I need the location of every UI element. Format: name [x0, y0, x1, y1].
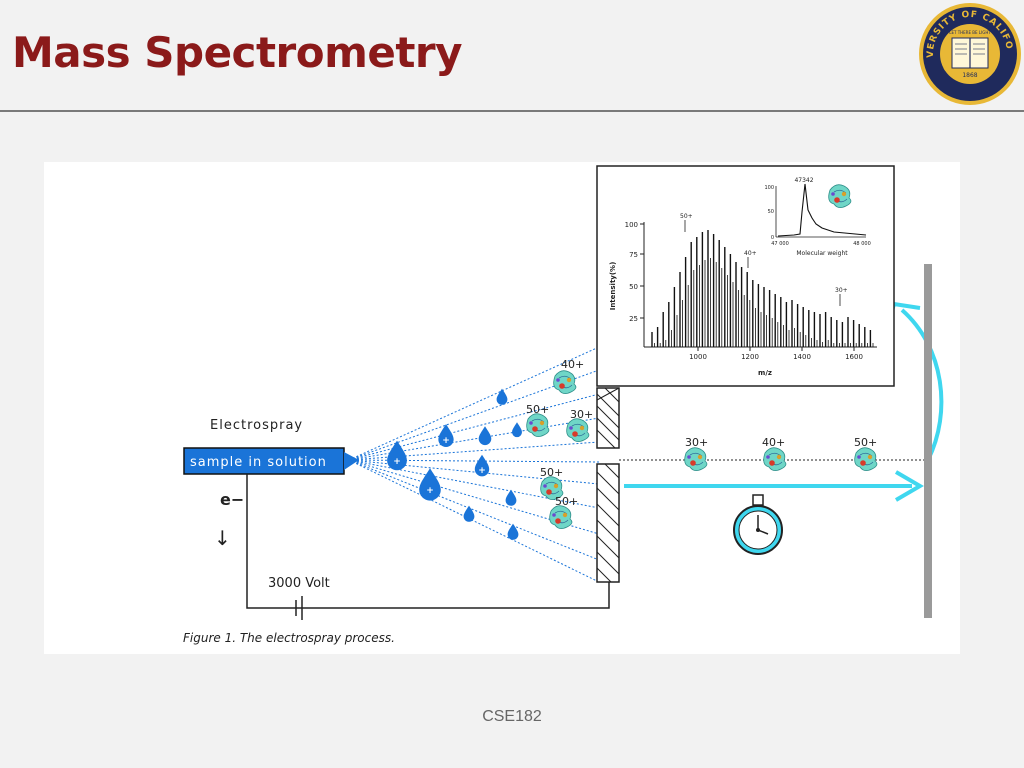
detector-plate: [924, 264, 932, 618]
spectrum-xtick: 1000: [689, 353, 707, 361]
slide-footer: CSE182: [482, 708, 542, 725]
stopwatch-icon: [733, 494, 783, 555]
seal-year: 1868: [962, 72, 977, 79]
ion-labels-flight: 30+ 40+ 50+: [685, 436, 877, 449]
inset-plot: 100 50 0 47 000 48 000 Molecular weight …: [764, 177, 870, 257]
svg-text:48 000: 48 000: [853, 241, 871, 247]
svg-text:50+: 50+: [526, 403, 549, 416]
droplet-charges: + + + +: [393, 436, 486, 496]
spectrum-ytick: 50: [629, 283, 638, 291]
spectrum-ytick: 25: [629, 315, 638, 323]
flight-arrow-head: [894, 470, 924, 502]
spectrum-ylabel: Intensity(%): [609, 262, 617, 311]
droplets: [387, 388, 522, 540]
spectrum-xtick: 1200: [741, 353, 759, 361]
spectrum-ytick: 75: [629, 251, 638, 259]
electrospray-label: Electrospray: [210, 418, 303, 433]
electron-label: e−: [220, 490, 244, 509]
svg-text:50+: 50+: [555, 495, 578, 508]
svg-text:47 000: 47 000: [771, 241, 789, 247]
inset-xlabel: Molecular weight: [796, 250, 848, 257]
ions-flight: [684, 447, 878, 472]
spectrum-xtick: 1400: [793, 353, 811, 361]
spectrum-ytick: 100: [625, 221, 638, 229]
circuit-wire: [246, 474, 610, 609]
spectrum-annotation: 50+: [680, 213, 693, 220]
electron-arrow-icon: ↓: [214, 526, 231, 550]
svg-text:+: +: [393, 457, 401, 467]
svg-text:30+: 30+: [570, 408, 593, 421]
svg-text:50: 50: [768, 209, 774, 215]
slide-title: Mass Spectrometry: [12, 28, 463, 77]
needle-label: sample in solution: [190, 455, 327, 470]
svg-text:+: +: [426, 486, 434, 496]
spectrum-xtick: 1600: [845, 353, 863, 361]
svg-text:40+: 40+: [762, 436, 785, 449]
svg-text:30+: 30+: [685, 436, 708, 449]
figure-caption: Figure 1. The electrospray process.: [183, 631, 395, 645]
svg-text:+: +: [478, 466, 486, 476]
voltage-label: 3000 Volt: [268, 576, 330, 591]
svg-text:0: 0: [771, 235, 774, 241]
svg-text:40+: 40+: [561, 358, 584, 371]
figure-panel: sample in solution Electrospray e− ↓ 300…: [44, 162, 960, 654]
spectrum-xlabel: m/z: [758, 369, 772, 377]
spectrum-annotation: 40+: [744, 250, 757, 257]
mass-spectrum-plot: 100 75 50 25 1000 1200 1400 1600 m/z Int…: [596, 165, 895, 387]
ion-labels-fan: 40+ 50+ 30+ 50+ 50+: [526, 358, 593, 508]
svg-text:50+: 50+: [540, 466, 563, 479]
inset-peak-label: 47342: [794, 177, 813, 184]
svg-text:+: +: [442, 436, 450, 446]
spectrum-annotation: 30+: [835, 287, 848, 294]
seal-motto: LET THERE BE LIGHT: [949, 30, 991, 35]
sample-needle: [183, 447, 345, 475]
needle-tip: [344, 452, 359, 470]
ucsd-seal-logo: UNIVERSITY OF CALIFORNIA SAN DIEGO 1868 …: [918, 2, 1021, 105]
svg-text:50+: 50+: [854, 436, 877, 449]
spectrum-peaks: [651, 230, 874, 347]
title-divider: [0, 110, 1024, 112]
reflect-arrow: [900, 308, 944, 461]
electrospray-diagram: sample in solution Electrospray e− ↓ 300…: [183, 165, 944, 645]
svg-text:100: 100: [764, 185, 774, 191]
